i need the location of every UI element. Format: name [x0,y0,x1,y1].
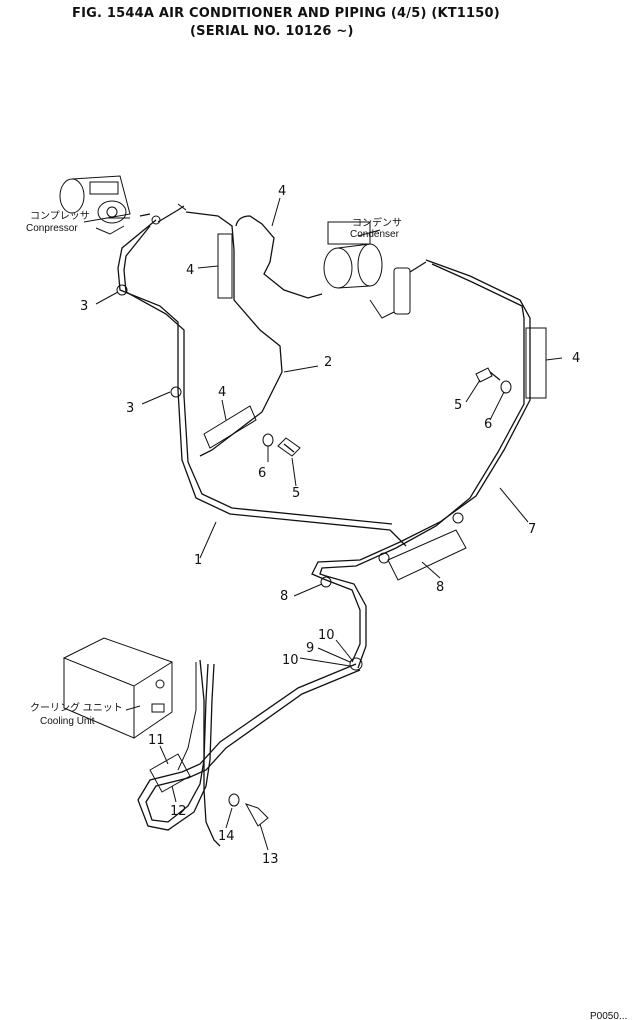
cooling-unit-label-en: Cooling Unit [40,716,95,727]
callout-6-right: 6 [484,417,492,432]
hose-1-twin [123,225,393,525]
callout-5-right: 5 [454,398,462,413]
callout-9: 9 [306,641,314,656]
cooling-unit-hose-a [137,663,357,831]
washer-14 [228,793,240,807]
clamp-8-right [452,512,464,524]
callout-10-lower: 10 [282,653,299,668]
condenser-label-en: Condenser [350,229,400,240]
callout-8-left: 8 [280,589,288,604]
hose-7 [311,259,531,663]
callout-2: 2 [324,355,332,370]
callout-5-left: 5 [292,486,300,501]
callout-14: 14 [218,829,235,844]
callout-6-left: 6 [258,466,266,481]
hose-7-twin [319,263,525,669]
bolt-13 [244,803,269,827]
callout-8-right: 8 [436,580,444,595]
callout-7: 7 [528,522,536,537]
bracket-4-lower [203,405,257,449]
compressor-drawing [59,175,187,235]
callout-1: 1 [194,553,202,568]
callout-12: 12 [170,804,187,819]
clamp-9 [349,657,363,671]
bracket-4-right [525,327,547,399]
callout-13: 13 [262,852,279,867]
callout-4-top: 4 [278,184,286,199]
clamp-3-lower [170,386,182,398]
cooling-unit-label-jp: クーリング ユニット [30,701,123,714]
washer-6-left [262,433,274,447]
clamp-3-upper [116,284,128,296]
bolt-5-right [475,367,501,383]
condenser-label-jp: コンデンサ [352,216,402,229]
bracket-8-plate [387,529,467,581]
callout-11: 11 [148,733,165,748]
compressor-label-en: Conpressor [26,223,78,234]
callout-10-upper: 10 [318,628,335,643]
clamp-8-mid [378,552,390,564]
washer-6-right [500,380,512,394]
callout-3-lower: 3 [126,401,134,416]
callout-4-right: 4 [572,351,580,366]
footer-drawing-code: P0050... [590,1011,627,1020]
hose-2 [185,211,283,457]
serial-number-subtitle: (SERIAL NO. 10126 ~) [190,24,354,39]
callout-3-upper: 3 [80,299,88,314]
cooling-unit-hose-b [145,663,361,823]
figure-title: FIG. 1544A AIR CONDITIONER AND PIPING (4… [72,6,500,21]
hose-1 [117,219,407,547]
bracket-12-plate [149,753,191,793]
cooling-unit-hose-c [199,659,221,847]
bracket-4-upper-left [217,233,233,299]
compressor-label-jp: コンプレッサ [30,210,90,222]
condenser-inlet-hose [235,215,323,299]
callout-4-lower: 4 [218,385,226,400]
bolt-5-left [277,437,301,457]
leader-lines [95,197,563,851]
callout-4-left: 4 [186,263,194,278]
clamp-8-left [320,576,332,588]
cooling-unit-drawing [62,637,174,739]
